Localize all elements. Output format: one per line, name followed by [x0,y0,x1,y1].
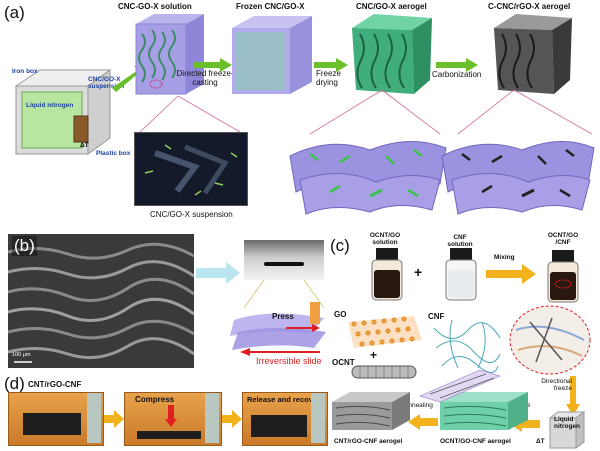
panel-b-label: (b) [12,236,37,256]
sample-initial [23,413,81,435]
suspension-zoom-lines [139,95,241,133]
panel-d-title: CNT/rGO-CNF [28,380,82,389]
arrow-freeze-drying [314,58,348,72]
liquid-nitrogen-box [548,411,586,449]
aerogel-mesh [418,369,502,403]
setup-box-graphic [14,69,112,155]
annealing-label: Annealing [404,402,433,409]
delta-t-label: ΔT [80,142,89,149]
directional-freeze-label: Directional freeze [541,378,572,392]
panel-c-label: (c) [330,236,350,255]
stage1-cube [135,14,204,95]
compress-label: Compress [135,395,175,404]
liquid-nitrogen-label-c: Liquid nitrogen [554,416,580,430]
suspension-box-label: CNC/GO-X suspension [88,76,125,90]
ruler-compressed [205,393,219,443]
ocnt-tube [351,365,417,379]
annealing-arrow [408,414,438,430]
sample-compressed [137,431,201,439]
ocnt-go-cnf-aerogel [440,392,528,430]
suspension-micro-image [134,132,248,206]
sem-micrograph: 100 μm [8,234,194,368]
aerogel-zoom-lines [309,89,593,135]
arrow-d1 [104,410,124,428]
go-label: GO [334,310,347,319]
vial3-label: OCNT/GO /CNF [547,232,579,246]
photo-compressed: Compress [124,392,222,446]
compress-arrow [165,405,177,427]
irreversible-slide-label: Irreversible slide [256,356,322,366]
stage2-title: Frozen CNC/GO-X [236,2,305,11]
go-sheets-green [289,140,447,215]
slide-schematic [230,302,326,356]
sem-texture [8,242,194,363]
ruler-recovered [311,393,325,443]
stage2-cube [232,16,312,94]
stage3-title: CNC/GO-X aerogel [356,2,427,11]
ocnt-label: OCNT [332,358,355,367]
mixing-arrow [486,264,536,284]
rgo-sheets-dark [441,140,595,215]
suspension-texture [144,144,238,196]
photo-initial [8,392,104,446]
press-zoom-lines [243,279,325,309]
plus-sign: + [414,264,423,280]
vial3-graphic [547,250,579,303]
stage4-title: C-CNC/rGO-X aerogel [488,2,571,11]
directional-freeze-arrow [566,376,580,416]
ruler-initial [87,393,101,443]
delta-t-label-c: ΔT [536,438,545,445]
cnf-network [433,319,501,373]
photo-recovered: Release and recover [242,392,328,446]
plus-sign-2: + [370,348,378,362]
aerogel1-label: CNT/rGO-CNF aerogel [334,438,403,445]
iron-box-label: Iron box [12,68,38,75]
liquid-nitrogen-label: Liquid nitrogen [26,102,74,109]
go-lattice [348,316,422,348]
plastic-box-label: Plastic box [96,150,131,157]
arrow-d2 [222,410,242,428]
sem-scale-bar-label: 100 μm [12,352,31,358]
suspension-caption: CNC/GO-X suspension [150,210,233,219]
cnt-rgo-cnf-aerogel [332,392,410,430]
press-photo [244,240,324,280]
press-label: Press [272,312,294,321]
arrow3-label: Carbonization [432,70,482,79]
arrow1-label: Directed freeze-casting [176,69,234,87]
cnf-label: CNF [428,312,445,321]
freeze-casting-setup: Iron box Liquid nitrogen CNC/GO-X suspen… [10,58,130,163]
stage4-aerogel [494,14,572,94]
release-label: Release and recover [247,395,320,404]
sample-recovered [251,415,307,437]
panel-d-label: (d) [4,374,25,393]
mixture-zoom-circle [509,305,591,375]
vial2-label: CNF solution [447,234,473,248]
vial1-graphic [371,248,403,301]
stage1-title: CNC-GO-X solution [118,2,192,11]
vial1-label: OCNT/GO solution [369,232,401,246]
arrow-sem-to-schematic [196,262,240,284]
vial2-graphic [445,248,477,301]
panel-a-label: (a) [4,3,25,22]
arrow-carbonization [436,58,478,72]
press-sample [264,262,304,266]
mixing-label: Mixing [494,254,515,261]
arrow2-label: Freeze drying [316,69,341,87]
aerogel2-label: OCNT/GO-CNF aerogel [440,438,511,445]
arrow-directed-freeze-casting [194,58,232,72]
stage3-aerogel [352,14,432,94]
